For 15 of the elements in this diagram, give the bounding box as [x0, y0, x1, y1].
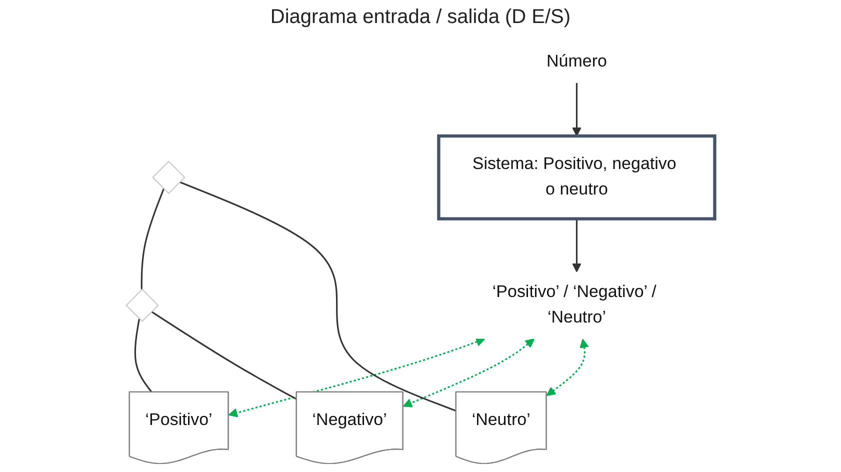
- node-box: Sistema: Positivo, negativo o neutro: [437, 134, 716, 220]
- connector: [150, 310, 298, 400]
- arrow: [402, 338, 535, 408]
- connector: [134, 318, 153, 393]
- connector: [140, 188, 164, 290]
- arrow: [572, 218, 582, 272]
- arrow: [546, 338, 589, 396]
- diagram-title: Diagrama entrada / salida (D E/S): [270, 6, 571, 29]
- node-text: ‘Positivo’ / ‘Negativo’ / ‘Neutro’: [492, 283, 656, 327]
- node-diamond: [152, 160, 186, 194]
- arrow: [228, 337, 486, 418]
- node-text: Número: [546, 52, 607, 71]
- connector: [179, 181, 457, 412]
- arrow: [572, 82, 582, 136]
- node-diamond: [126, 288, 159, 322]
